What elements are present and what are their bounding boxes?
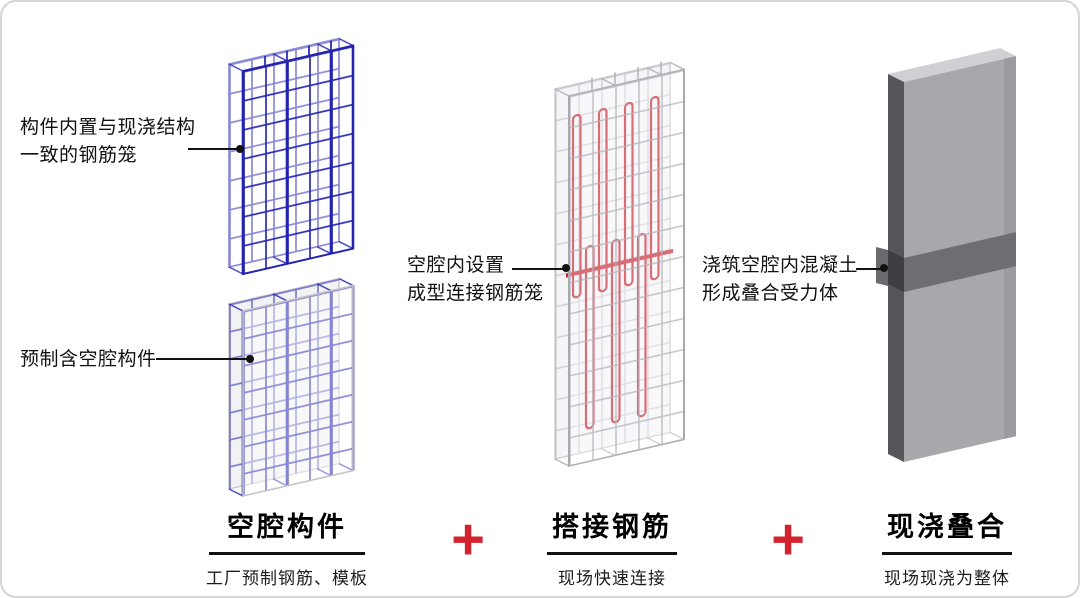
step-underline	[882, 552, 1012, 555]
cage-callout-label: 构件内置与现浇结构 一致的钢筋笼	[20, 117, 196, 166]
step-subtitle-lap: 现场快速连接	[558, 569, 666, 588]
step-lap-rebar: 搭接钢筋 现场快速连接	[524, 505, 700, 589]
step-title-cast: 现浇叠合	[887, 512, 1007, 542]
precast-pointer-dot	[246, 355, 254, 363]
step-underline	[209, 552, 365, 555]
middle-pointer-line	[512, 268, 568, 270]
middle-callout-label: 空腔内设置 成型连接钢筋笼	[407, 255, 544, 304]
precast-pointer-line	[156, 358, 250, 360]
step-subtitle-cast: 现场现浇为整体	[884, 569, 1010, 588]
middle-pointer-dot	[562, 264, 570, 272]
step-title-cavity: 空腔构件	[227, 512, 347, 542]
right-callout-label: 浇筑空腔内混凝土 形成叠合受力体	[702, 255, 859, 304]
rebar-cage-illustration	[228, 37, 355, 276]
plus-icon: +	[451, 507, 485, 572]
cavity-component-illustration	[228, 277, 355, 497]
cage-pointer-line	[188, 148, 242, 150]
step-cavity-component: 空腔构件 工厂预制钢筋、模板	[199, 505, 375, 589]
step-subtitle-cavity: 工厂预制钢筋、模板	[206, 569, 368, 588]
right-pointer-line	[856, 268, 886, 270]
lap-rebar-panel-illustration	[554, 61, 685, 468]
plus-icon: +	[771, 507, 805, 572]
solid-wall-illustration	[876, 48, 1016, 462]
cage-pointer-dot	[236, 145, 244, 153]
right-pointer-dot	[880, 264, 888, 272]
step-underline	[547, 552, 677, 555]
step-cast-in-place: 现浇叠合 现场现浇为整体	[859, 505, 1035, 589]
step-title-lap: 搭接钢筋	[552, 512, 672, 542]
precast-callout-label: 预制含空腔构件	[20, 349, 157, 370]
